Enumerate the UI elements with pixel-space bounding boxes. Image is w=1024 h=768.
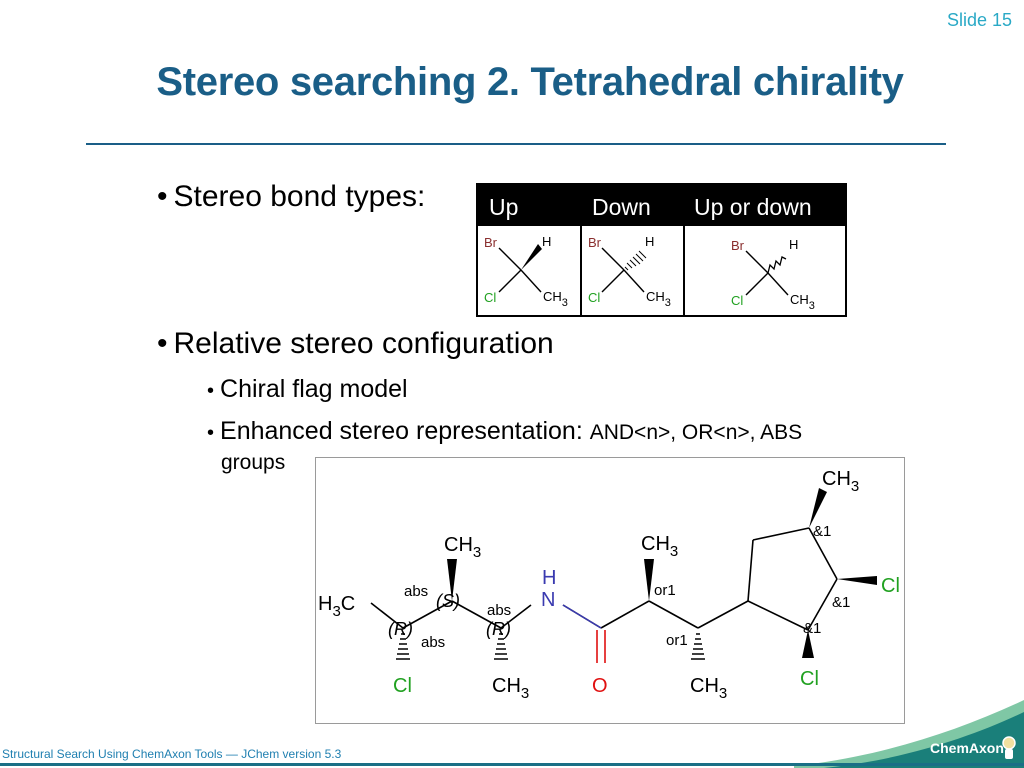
subbullet-enhanced-continuation: groups bbox=[221, 451, 286, 474]
atom-cl: Cl bbox=[588, 290, 600, 305]
bullet-text: Relative stereo configuration bbox=[173, 327, 554, 360]
atom-ch3-left: CH3 bbox=[444, 534, 481, 561]
label-amp1: &1 bbox=[813, 523, 831, 540]
atom-o: O bbox=[592, 675, 608, 697]
atom-ch3-mid: CH3 bbox=[641, 533, 678, 560]
atom-n-amide: N bbox=[541, 589, 555, 611]
subbullet-chiral-flag: •Chiral flag model bbox=[207, 375, 408, 404]
subbullet-enhanced-stereo: •Enhanced stereo representation: AND<n>,… bbox=[207, 417, 802, 446]
atom-cl: Cl bbox=[731, 293, 743, 308]
footer-bar bbox=[0, 763, 1024, 766]
bullet-glyph: • bbox=[157, 180, 168, 213]
chemaxon-logo: ChemAxon bbox=[930, 740, 1004, 756]
atom-br: Br bbox=[588, 235, 602, 250]
atom-br: Br bbox=[731, 238, 745, 253]
bond-either-diagram: Br H Cl CH3 bbox=[731, 237, 815, 312]
atom-h: H bbox=[789, 237, 798, 252]
label-amp1: &1 bbox=[832, 594, 850, 611]
atom-ch3-bottom-right: CH3 bbox=[690, 675, 727, 702]
stereo-bond-table: Up Down Up or down Br H Cl CH3 Br bbox=[476, 183, 847, 317]
label-or1: or1 bbox=[666, 632, 688, 649]
chemaxon-logo-icon bbox=[1002, 736, 1016, 759]
label-or1: or1 bbox=[654, 582, 676, 599]
atom-ch3-bottom-left: CH3 bbox=[492, 675, 529, 702]
molecule-structure: H3C CH3 Cl CH3 H N O CH3 CH3 CH3 Cl Cl a… bbox=[318, 468, 900, 702]
bullet-stereo-bond-types: •Stereo bond types: bbox=[157, 180, 425, 214]
header-down: Down bbox=[592, 194, 651, 220]
bond-up-diagram: Br H Cl CH3 bbox=[484, 234, 568, 309]
enhanced-stereo-molecule: H3C CH3 Cl CH3 H N O CH3 CH3 CH3 Cl Cl a… bbox=[315, 457, 905, 724]
atom-ch3-ring: CH3 bbox=[822, 468, 859, 495]
atom-ch3: CH3 bbox=[646, 289, 671, 309]
label-amp1: &1 bbox=[803, 620, 821, 637]
bullet-text: Chiral flag model bbox=[220, 375, 408, 403]
atom-cl-left: Cl bbox=[393, 675, 412, 697]
header-up: Up bbox=[489, 194, 519, 220]
label-abs: abs bbox=[421, 634, 445, 651]
label-r: (R) bbox=[388, 619, 413, 639]
label-s: (S) bbox=[436, 591, 460, 611]
label-abs: abs bbox=[404, 583, 428, 600]
atom-cl-ring-bottom: Cl bbox=[800, 668, 819, 690]
atom-br: Br bbox=[484, 235, 498, 250]
atom-h-amide: H bbox=[542, 567, 556, 589]
atom-h3c: H3C bbox=[318, 593, 355, 620]
bullet-text-groups: AND<n>, OR<n>, ABS bbox=[589, 421, 803, 444]
atom-h: H bbox=[645, 234, 654, 249]
bullet-glyph: • bbox=[207, 380, 215, 402]
title-divider bbox=[86, 143, 946, 145]
atom-ch3: CH3 bbox=[790, 292, 815, 312]
atom-ch3: CH3 bbox=[543, 289, 568, 309]
column-divider bbox=[683, 226, 685, 315]
table-header-row: Up Down Up or down bbox=[478, 185, 845, 226]
label-r: (R) bbox=[486, 619, 511, 639]
slide-number: Slide 15 bbox=[946, 10, 1012, 30]
footer-swoosh bbox=[794, 700, 1024, 768]
atom-cl-ring-right: Cl bbox=[881, 575, 900, 597]
atom-cl: Cl bbox=[484, 290, 496, 305]
footer-text: Structural Search Using ChemAxon Tools —… bbox=[2, 747, 342, 761]
bullet-text: Stereo bond types: bbox=[173, 180, 426, 213]
bullet-relative-config: •Relative stereo configuration bbox=[157, 327, 554, 361]
bond-diagrams: Br H Cl CH3 Br H Cl CH3 Br bbox=[484, 234, 815, 312]
column-divider bbox=[580, 226, 582, 315]
bond-down-diagram: Br H Cl CH3 bbox=[588, 234, 671, 309]
bullet-glyph: • bbox=[157, 327, 168, 360]
bullet-glyph: • bbox=[207, 422, 215, 444]
label-abs: abs bbox=[487, 602, 511, 619]
slide-title: Stereo searching 2. Tetrahedral chiralit… bbox=[156, 60, 904, 104]
bullet-text: Enhanced stereo representation: bbox=[220, 417, 590, 445]
header-up-or-down: Up or down bbox=[694, 194, 812, 220]
atom-h: H bbox=[542, 234, 551, 249]
